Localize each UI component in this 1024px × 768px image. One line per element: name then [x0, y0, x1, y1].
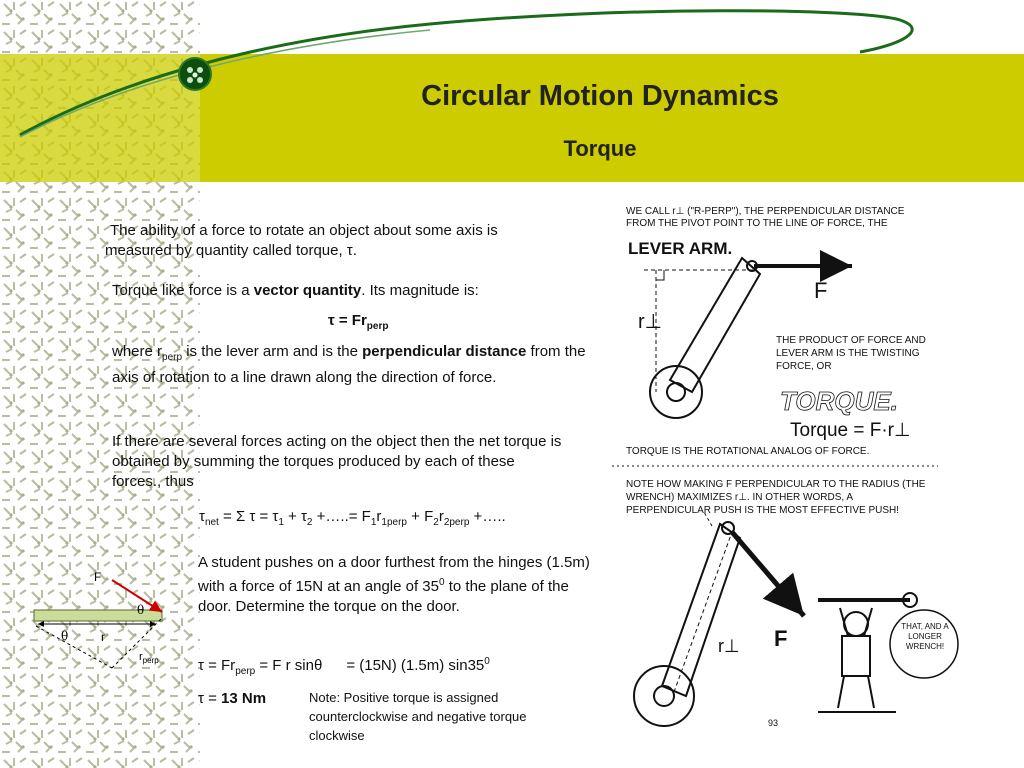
label-theta-2: θ: [61, 629, 68, 643]
equation-door-torque: τ = Frperp = F r sinθ = (15N) (1.5m) sin3…: [198, 656, 490, 677]
equation-text: τ = Fr: [328, 312, 367, 329]
paragraph-lever-arm: where rperp is the lever arm and is the …: [112, 342, 588, 388]
slide-subtitle: Torque: [563, 136, 637, 161]
eq-sub: 1: [278, 517, 284, 528]
eq-part: r: [376, 508, 382, 525]
F-label-bottom: F: [774, 626, 787, 651]
force-arrow: [111, 579, 163, 613]
eq-part: = F r sinθ: [255, 657, 323, 674]
eq-part: + τ: [283, 508, 307, 525]
eq-part: = (15N) (1.5m) sin35: [346, 657, 485, 674]
caption-2-text: THE PRODUCT OF FORCE AND LEVER ARM IS TH…: [776, 335, 926, 372]
header-bar: [200, 54, 1024, 182]
label-rperp-main: r: [139, 651, 143, 663]
r-label-top: r⊥: [638, 311, 662, 333]
eq-part: = Σ τ = τ: [218, 508, 279, 525]
globe-icon: [178, 57, 212, 91]
equation-net-torque: τnet = Σ τ = τ1 + τ2 +…..= F1r1perp + F2…: [199, 508, 506, 528]
label-r: r: [101, 630, 105, 644]
equation-answer: τ = 13 Nm: [198, 690, 266, 707]
text-segment: is the lever arm and is the: [182, 343, 363, 360]
cartoon-caption-3: TORQUE IS THE ROTATIONAL ANALOG OF FORCE…: [626, 446, 869, 457]
right-angle-mark: [656, 270, 665, 281]
label-theta-1: θ: [137, 603, 144, 617]
wrench-head-bottom: [633, 665, 695, 727]
dashed-extension: [703, 511, 713, 527]
speech-bubble-text-box: THAT, AND A LONGER WRENCH!: [901, 622, 949, 651]
text-bold: vector quantity: [253, 282, 362, 299]
header-swoosh: [19, 9, 914, 138]
speech-bubble-text: THAT, AND A LONGER WRENCH!: [901, 622, 949, 651]
text-sup: 0: [439, 577, 445, 588]
eq-sub: 2perp: [443, 517, 470, 528]
bolt-top: [666, 382, 686, 402]
eq-sub: 2: [433, 517, 439, 528]
bolt-bottom: [653, 685, 675, 707]
eq-sub: 1: [370, 517, 377, 528]
paragraph-door-problem: A student pushes on a door furthest from…: [198, 553, 593, 617]
text-segment: Torque like force is a: [112, 282, 254, 299]
force-arrow-bottom: [730, 530, 806, 618]
eq-part: τ: [199, 508, 205, 525]
r-label-bottom: r⊥: [718, 636, 740, 656]
text-segment: to the plane of the door. Determine the …: [198, 578, 569, 615]
text-segment: . Its magnitude is:: [361, 282, 479, 299]
equation-torque: τ = Frperp: [328, 312, 388, 332]
paragraph-net-torque: If there are several forces acting on th…: [112, 433, 562, 490]
eq-sub: 2: [306, 517, 313, 528]
man-with-wrench-figure: [818, 592, 918, 713]
slide-title: Circular Motion Dynamics: [421, 80, 779, 112]
caption-4-text: NOTE HOW MAKING F PERPENDICULAR TO THE R…: [626, 479, 926, 516]
paragraph-vector-quantity: Torque like force is a vector quantity. …: [112, 281, 572, 301]
eq-sup: 0: [484, 656, 490, 667]
eq-part: + F: [406, 508, 434, 525]
dashed-lever-line: [673, 531, 733, 693]
wrench-head-top: [649, 365, 703, 419]
text-segment: where r: [112, 343, 163, 360]
pivot-bottom: [721, 521, 735, 535]
answer-value: 13 Nm: [221, 690, 267, 707]
eq-sub: perp: [235, 666, 256, 677]
text-bold: perpendicular distance: [362, 343, 527, 360]
torque-equation: Torque = F·r⊥: [790, 420, 911, 441]
eq-sub: 1perp: [381, 517, 407, 528]
label-F: F: [94, 570, 101, 584]
wrench-handle-top: [668, 256, 762, 394]
torque-cartoon-illustration: WE CALL r⊥ ("R-PERP"), THE PERPENDICULAR…: [612, 206, 959, 728]
equation-sub: perp: [366, 321, 389, 332]
speech-bubble: [889, 609, 959, 679]
cartoon-caption-4: NOTE HOW MAKING F PERPENDICULAR TO THE R…: [626, 479, 926, 516]
text-segment: A student pushes on a door furthest from…: [198, 554, 590, 595]
label-rperp-sub: perp: [143, 656, 160, 665]
rperp-line: [35, 625, 113, 669]
note-sign-convention: Note: Positive torque is assigned counte…: [309, 690, 527, 743]
cartoon-page-number: 93: [768, 718, 778, 728]
label-rperp: rperp: [139, 651, 159, 665]
text-sub: perp: [162, 352, 183, 363]
torque-big-label: TORQUE.: [780, 386, 898, 416]
caption-lever-arm: LEVER ARM.: [628, 239, 732, 258]
cartoon-caption-1: WE CALL r⊥ ("R-PERP"), THE PERPENDICULAR…: [626, 206, 905, 229]
eq-part: τ = Fr: [198, 657, 236, 674]
F-label-top: F: [814, 278, 827, 303]
eq-sub: net: [204, 517, 219, 528]
cartoon-caption-2: THE PRODUCT OF FORCE AND LEVER ARM IS TH…: [776, 335, 926, 372]
paragraph-torque-definition: The ability of a force to rotate an obje…: [105, 222, 498, 259]
eq-part: τ =: [198, 690, 222, 707]
eq-part: +…..: [469, 508, 506, 525]
door-force-diagram: F θ θ r rperp: [33, 570, 163, 669]
eq-part: +…..= F: [312, 508, 371, 525]
pivot-top: [746, 260, 758, 272]
eq-part: r: [438, 508, 444, 525]
text-segment: from the axis of rotation to a line draw…: [112, 343, 586, 386]
caption-1-text: WE CALL r⊥ ("R-PERP"), THE PERPENDICULAR…: [626, 206, 905, 229]
